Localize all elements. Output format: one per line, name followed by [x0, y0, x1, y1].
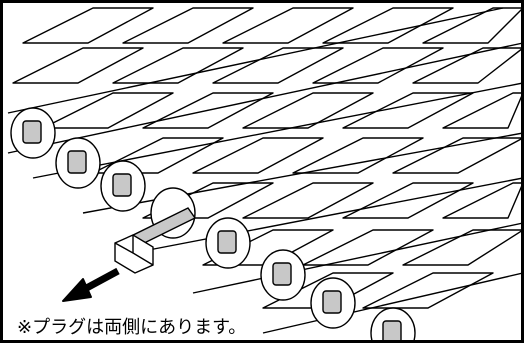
- arrow-down-left-icon: [62, 267, 120, 302]
- belt-side-links: [10, 107, 416, 340]
- plug-note-caption: ※プラグは両側にあります。: [15, 317, 249, 339]
- belt-plates: [7, 7, 521, 334]
- conveyor-belt-illustration: [7, 7, 521, 340]
- plug-pin: [114, 207, 197, 274]
